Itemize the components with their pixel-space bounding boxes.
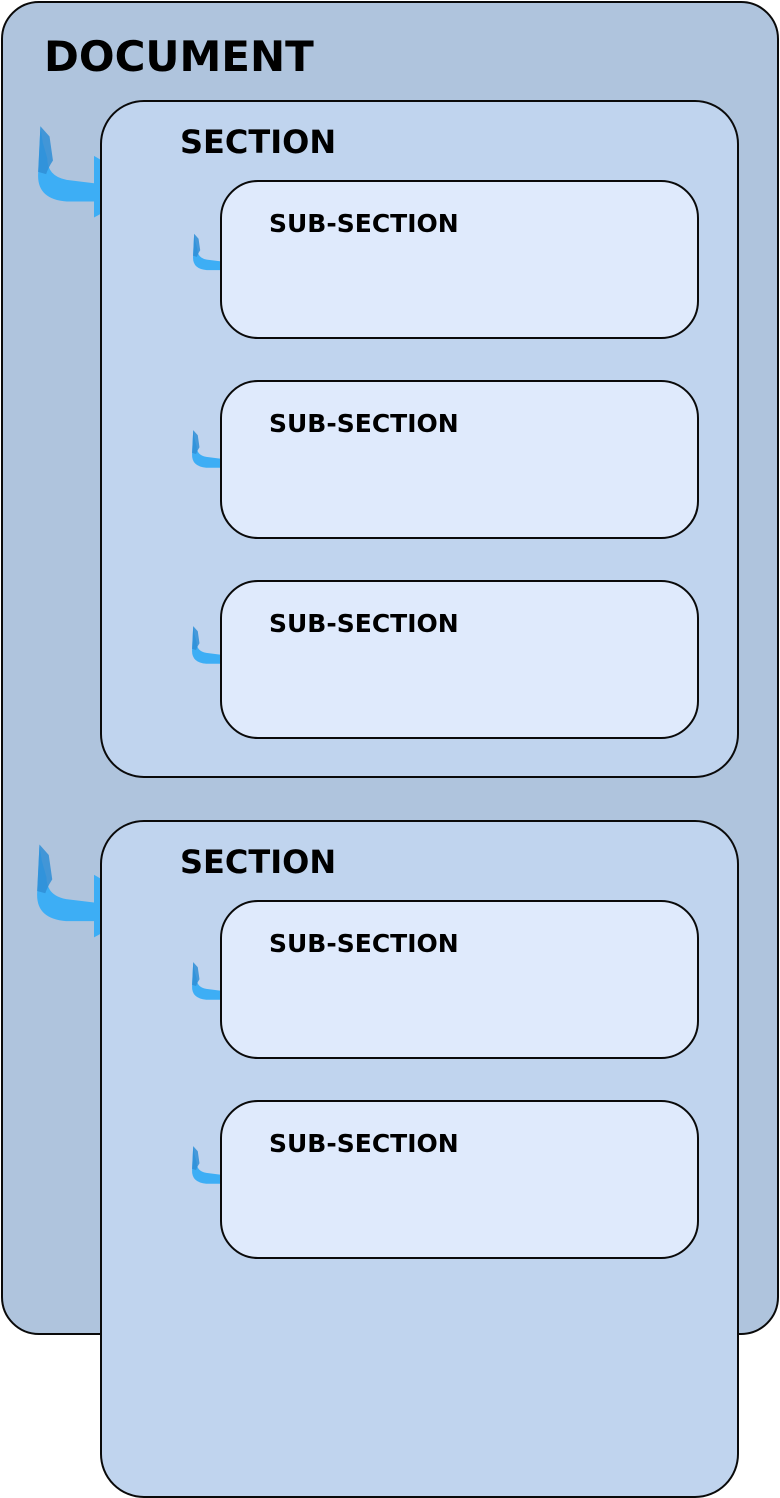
- subsection-title: SUB-SECTION: [269, 209, 459, 238]
- section-title: SECTION: [180, 123, 337, 161]
- subsection-title: SUB-SECTION: [269, 609, 459, 638]
- subsection-box: SUB-SECTION: [220, 900, 699, 1059]
- section-title: SECTION: [180, 843, 337, 881]
- document-title: DOCUMENT: [44, 32, 314, 81]
- subsection-box: SUB-SECTION: [220, 580, 699, 739]
- subsection-box: SUB-SECTION: [220, 1100, 699, 1259]
- subsection-box: SUB-SECTION: [220, 380, 699, 539]
- subsection-title: SUB-SECTION: [269, 929, 459, 958]
- subsection-title: SUB-SECTION: [269, 409, 459, 438]
- subsection-box: SUB-SECTION: [220, 180, 699, 339]
- subsection-title: SUB-SECTION: [269, 1129, 459, 1158]
